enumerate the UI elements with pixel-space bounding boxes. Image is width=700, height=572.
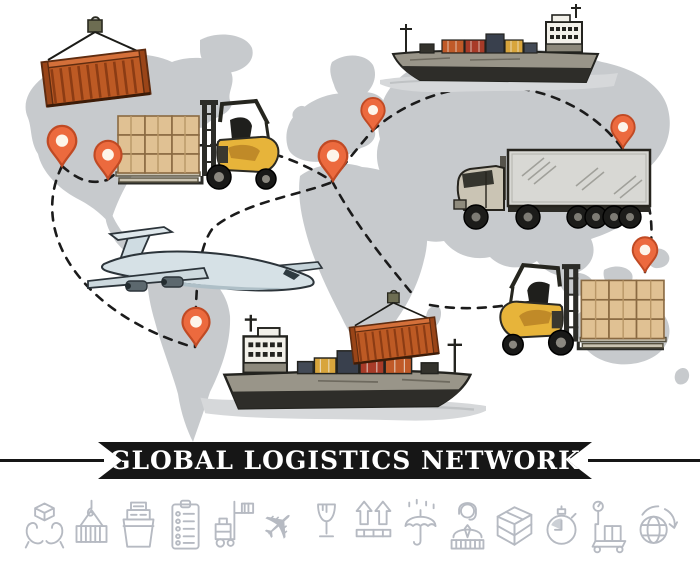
- pin-north-america-central: [93, 139, 123, 181]
- pins-layer: [46, 97, 659, 348]
- operator-icon: [445, 496, 490, 556]
- pin-north-america-west: [46, 124, 78, 169]
- cargo-scale-icon: [586, 496, 631, 556]
- banner-line-right: [588, 459, 700, 462]
- route-dashed-line: [193, 181, 332, 349]
- air-freight-icon: ✈: [251, 497, 308, 555]
- logistics-icon-strip: ✈: [22, 496, 678, 556]
- keep-dry-icon: [398, 496, 443, 556]
- pin-scandinavia: [360, 97, 386, 133]
- delivery-time-icon: [539, 496, 584, 556]
- pin-oceania: [631, 236, 659, 274]
- careful-handling-icon: [22, 496, 67, 556]
- cargo-truck-asia: [453, 148, 652, 230]
- banner-line-left: [0, 459, 104, 462]
- container-ship-south: [199, 313, 488, 422]
- pin-europe: [317, 139, 349, 184]
- route-dashed-line: [50, 164, 195, 349]
- container-ship-north: [379, 3, 619, 94]
- checklist-icon: [163, 496, 208, 556]
- worldwide-delivery-icon: [633, 496, 678, 556]
- route-dashed-line: [60, 164, 109, 184]
- fragile-icon: [304, 496, 349, 556]
- route-dashed-line: [370, 85, 624, 150]
- forklift-icon: [210, 496, 255, 556]
- route-dashed-line: [330, 179, 416, 298]
- cargo-stack-icon: [116, 496, 161, 556]
- this-side-up-icon: [351, 496, 396, 556]
- banner-ribbon: GLOBAL LOGISTICS NETWORK: [98, 442, 592, 479]
- cargo-crate-icon: [492, 496, 537, 556]
- pin-south-america: [181, 306, 211, 348]
- pin-east-asia: [610, 114, 636, 150]
- poster-title: GLOBAL LOGISTICS NETWORK: [109, 446, 581, 475]
- crane-loading-icon: [69, 496, 114, 556]
- crane-container-northwest: [40, 15, 152, 108]
- cargo-plane: [87, 226, 324, 292]
